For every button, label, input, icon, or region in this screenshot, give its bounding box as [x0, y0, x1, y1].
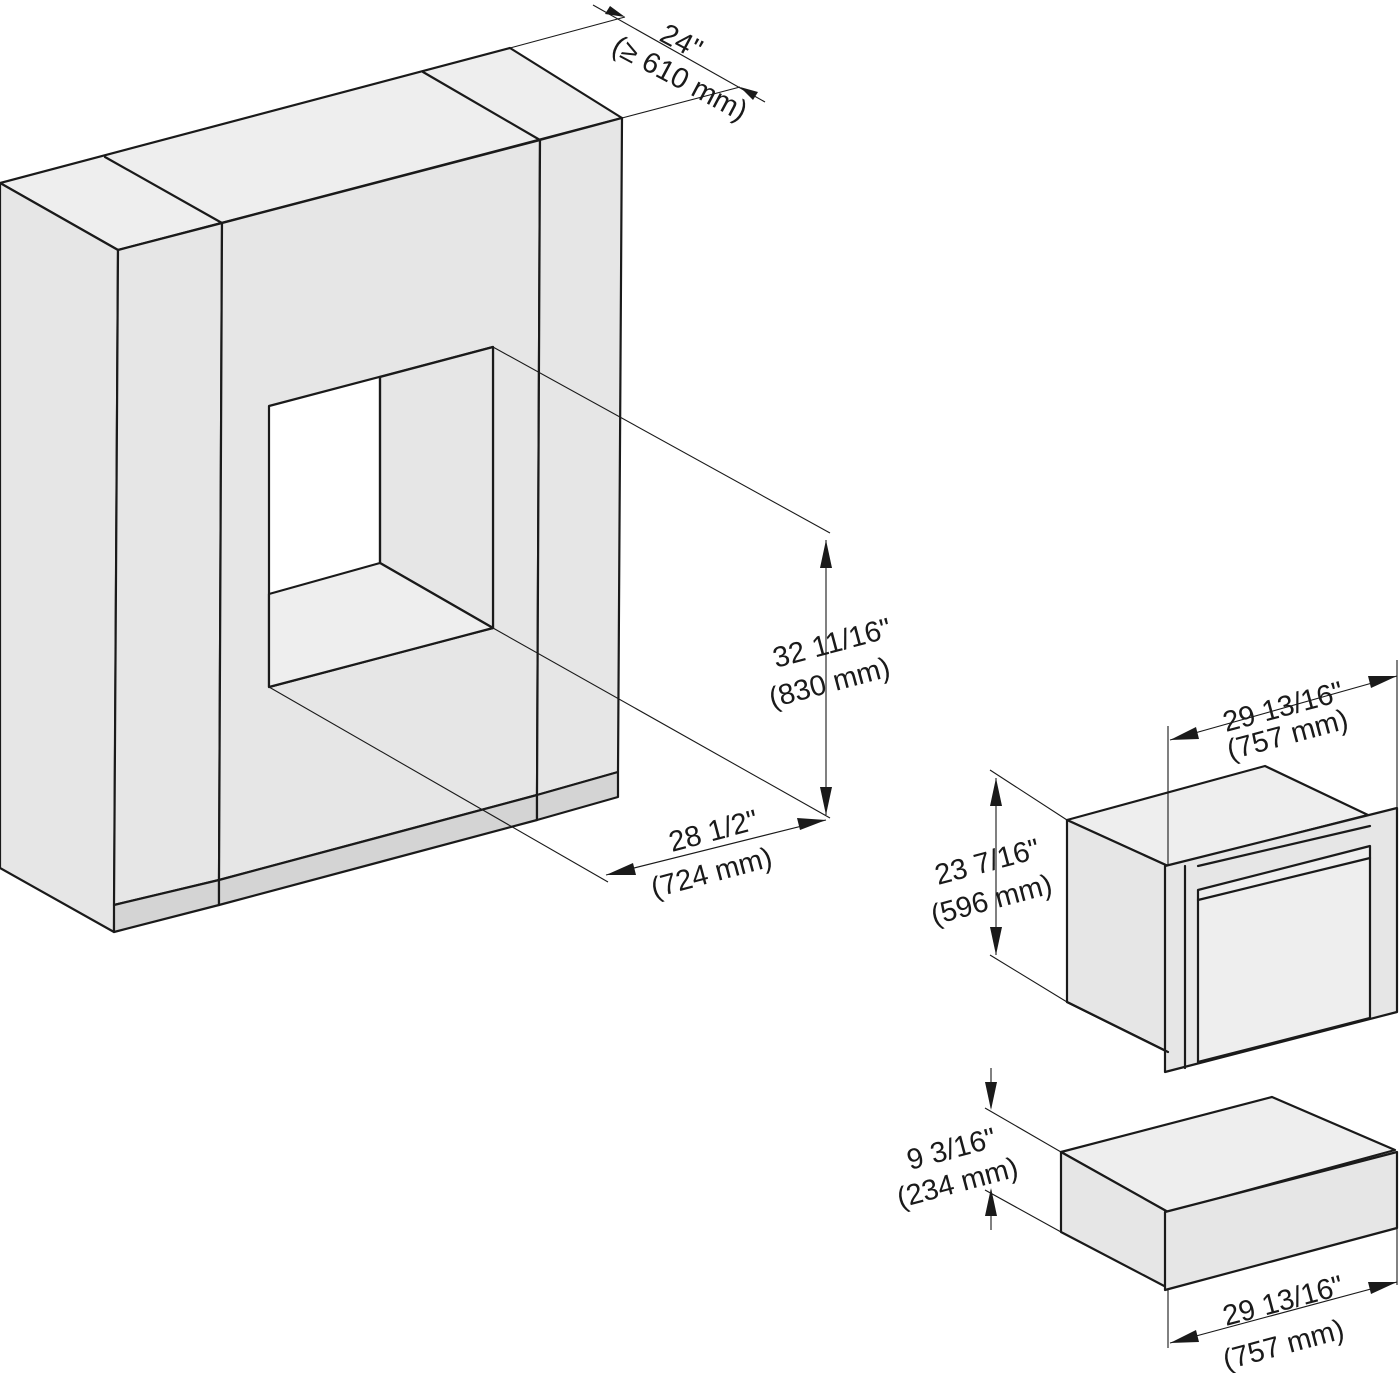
- dimension-lines: [268, 4, 1398, 1348]
- cabinet: [0, 46, 624, 934]
- oven: [1065, 764, 1399, 1074]
- niche-width-metric-label: (724 mm): [648, 842, 776, 905]
- warming-drawer: [1059, 1095, 1399, 1292]
